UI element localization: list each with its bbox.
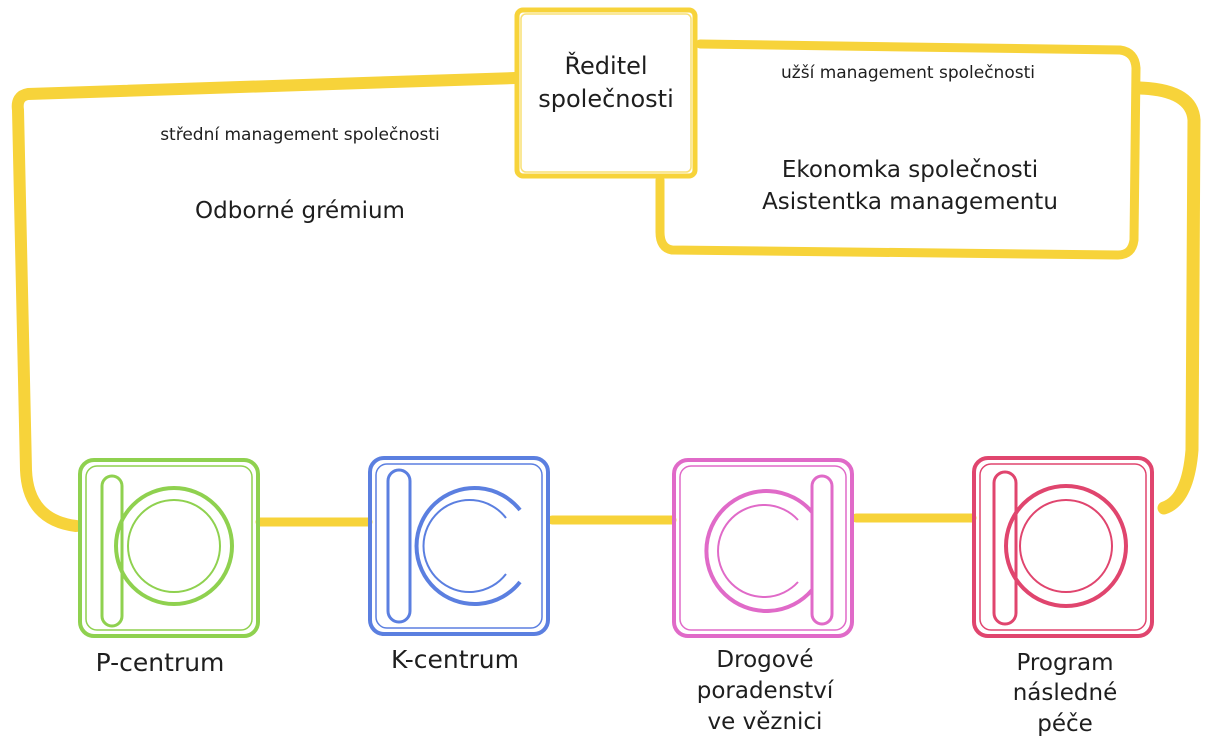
upper-management-connector: [655, 39, 1141, 260]
upper-management-label: užší management společnosti: [781, 63, 1035, 83]
center-label-drogove-poradenstvi: Drogové poradenství ve věznici: [696, 647, 834, 736]
director-box-inner-stroke: [520, 13, 692, 173]
middle-management-members: Odborné grémium: [195, 198, 405, 224]
center-label-p-centrum: P-centrum: [95, 648, 225, 677]
right-side-connector: [1133, 81, 1201, 515]
center-icon-program-nasledne-pece: [972, 456, 1154, 638]
middle-management-connector: [11, 72, 521, 532]
center-label-k-centrum: K-centrum: [390, 645, 520, 674]
center-icon-k-centrum: [368, 456, 550, 636]
director-label: Ředitel společnosti: [538, 52, 674, 114]
center-label-program-nasledne-pece: Program následné péče: [1012, 650, 1118, 737]
middle-management-label: střední management společnosti: [160, 125, 440, 145]
director-box: [514, 7, 698, 179]
center-icon-p-centrum: [78, 458, 260, 638]
upper-management-members: Ekonomka společnosti Asistentka manageme…: [762, 157, 1058, 215]
center-icon-drogove-poradenstvi: [672, 458, 854, 638]
